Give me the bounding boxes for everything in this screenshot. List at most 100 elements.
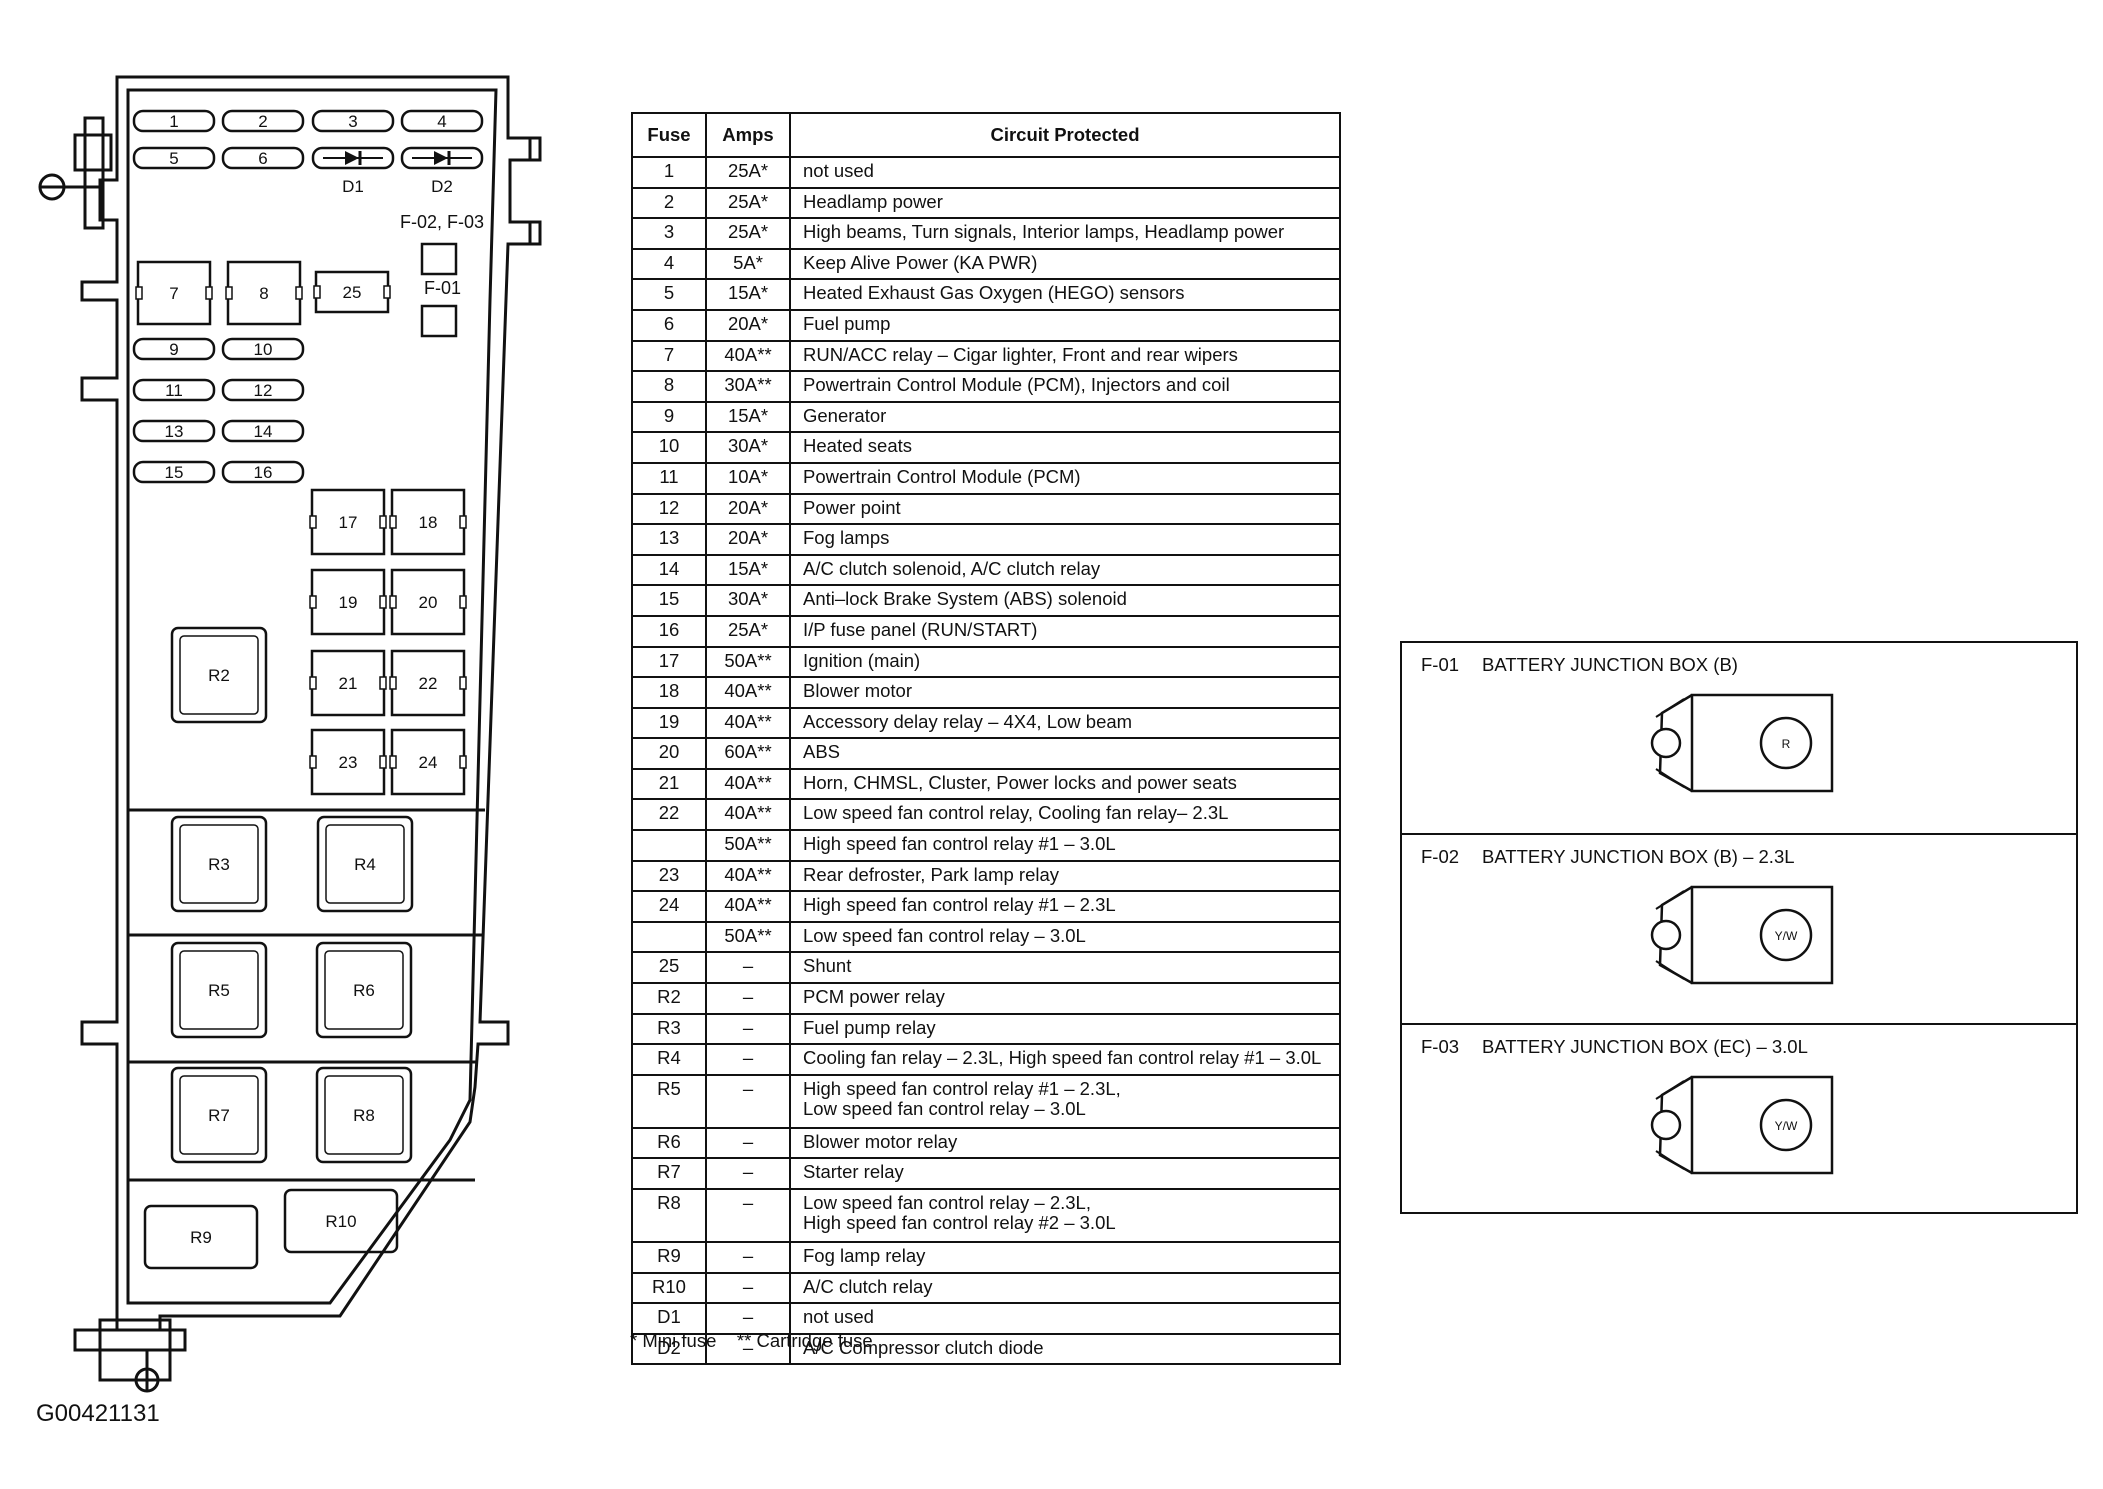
cell-amps: – bbox=[705, 1332, 791, 1366]
cartridge-fuse-label: 17 bbox=[339, 513, 358, 532]
cell-amps-text: 5A* bbox=[733, 251, 763, 273]
cell-circuit-text: Generator bbox=[803, 404, 887, 426]
cell-circuit-text: Starter relay bbox=[803, 1161, 904, 1183]
cell-fuse-text: 20 bbox=[658, 741, 680, 763]
cell-amps: – bbox=[705, 1126, 791, 1160]
cell-fuse-text: 19 bbox=[658, 710, 680, 732]
cartridge-fuse-24: 24 bbox=[389, 728, 467, 796]
cell-circuit-text: Power point bbox=[803, 496, 901, 518]
wire-color-label: Y/W bbox=[1775, 1119, 1798, 1133]
table-row: 8 30A** Powertrain Control Module (PCM), I… bbox=[631, 370, 1341, 403]
cell-circuit-text: not used bbox=[803, 160, 874, 181]
wire-color-label: Y/W bbox=[1775, 929, 1798, 943]
cell-fuse: 13 bbox=[631, 523, 707, 556]
mini-fuse-11: 11 bbox=[132, 378, 216, 402]
cell-circuit-text: High speed fan control relay #1 – 2.3L, bbox=[803, 1077, 1121, 1099]
relay-label: R8 bbox=[353, 1106, 375, 1125]
mini-fuse-label: 10 bbox=[254, 340, 273, 359]
cell-circuit: Fog lamp relay bbox=[789, 1241, 1341, 1274]
cell-fuse: 3 bbox=[631, 217, 707, 250]
relay-r6: R6 bbox=[315, 941, 413, 1039]
cell-circuit-text: Fog lamp relay bbox=[803, 1245, 926, 1266]
junction-box-title: BATTERY JUNCTION BOX (B) – 2.3L bbox=[1482, 846, 1795, 867]
junction-box-code: F-01 bbox=[1421, 654, 1460, 675]
cell-fuse: 8 bbox=[631, 370, 707, 403]
cartridge-fuse-22: 22 bbox=[389, 649, 467, 717]
cell-fuse-text: R5 bbox=[657, 1077, 681, 1099]
relay-r2: R2 bbox=[170, 626, 268, 724]
cell-fuse: 1 bbox=[631, 156, 707, 189]
cell-circuit: Horn, CHMSL, Cluster, Power locks and po… bbox=[789, 767, 1341, 801]
cell-amps-text: 15A* bbox=[727, 557, 769, 579]
cell-amps: – bbox=[705, 951, 791, 985]
mini-fuse-label: 16 bbox=[254, 463, 273, 482]
cell-amps-text: 40A** bbox=[724, 343, 772, 365]
cell-fuse-text: R8 bbox=[657, 1192, 681, 1213]
cell-circuit: Powertrain Control Module (PCM), Injecto… bbox=[789, 370, 1341, 403]
cell-fuse-text: R9 bbox=[657, 1245, 681, 1266]
cell-fuse-text: 6 bbox=[663, 312, 675, 334]
cartridge-fuse-8: 8 bbox=[225, 260, 303, 326]
wire-color-label: R bbox=[1782, 737, 1791, 751]
cell-fuse: 14 bbox=[631, 553, 707, 587]
cell-fuse: D1 bbox=[631, 1302, 707, 1335]
cell-amps: 40A** bbox=[705, 767, 791, 801]
relay-label: R9 bbox=[190, 1228, 212, 1247]
cell-fuse: R8 bbox=[631, 1188, 707, 1243]
cell-amps: 25A* bbox=[705, 614, 791, 648]
cell-amps: 50A** bbox=[705, 920, 791, 954]
cell-amps: 25A* bbox=[705, 217, 791, 250]
cell-fuse-text: 25 bbox=[658, 955, 680, 977]
cell-fuse-text: 1 bbox=[663, 160, 675, 181]
cell-amps-text: 30A** bbox=[724, 374, 772, 396]
cell-circuit-text: Anti–lock Brake System (ABS) solenoid bbox=[803, 588, 1127, 610]
cell-fuse-text: 11 bbox=[659, 465, 679, 487]
header-fuse: Fuse bbox=[631, 112, 707, 158]
cell-circuit-text: Powertrain Control Module (PCM) bbox=[803, 465, 1081, 487]
cell-circuit-text: Low speed fan control relay – 3.0L bbox=[803, 924, 1086, 946]
table-row: R2–PCM power relay bbox=[631, 982, 1341, 1015]
cell-amps-text: 40A** bbox=[724, 710, 772, 732]
cell-circuit-text: A/C clutch solenoid, A/C clutch relay bbox=[803, 557, 1101, 579]
cell-fuse-text: R10 bbox=[652, 1275, 686, 1297]
cell-circuit: Low speed fan control relay – 2.3L,High … bbox=[789, 1188, 1341, 1243]
cartridge-fuse-label: 22 bbox=[419, 674, 438, 693]
cell-circuit: Keep Alive Power (KA PWR) bbox=[789, 247, 1341, 281]
cell-circuit: Fog lamps bbox=[789, 523, 1341, 556]
cell-circuit: PCM power relay bbox=[789, 982, 1341, 1015]
cell-fuse: 22 bbox=[631, 798, 707, 832]
connector-f01 bbox=[420, 304, 458, 338]
cartridge-fuse-label: 7 bbox=[169, 284, 178, 303]
mini-fuse-6: 6 bbox=[221, 146, 305, 170]
table-row: R10–A/C clutch relay bbox=[631, 1271, 1341, 1305]
connector-label-f01: F-01 bbox=[424, 278, 461, 298]
cell-fuse-text: 9 bbox=[663, 404, 675, 426]
cartridge-fuse-25: 25 bbox=[313, 270, 391, 314]
cell-amps: – bbox=[705, 1157, 791, 1190]
relay-label: R6 bbox=[353, 981, 375, 1000]
table-row: 50A** Low speed fan control relay – 3.0L bbox=[631, 920, 1341, 954]
cell-fuse-text: 23 bbox=[658, 863, 680, 885]
cell-circuit: High speed fan control relay #1 – 3.0L bbox=[789, 829, 1341, 862]
cell-amps: 15A* bbox=[705, 400, 791, 434]
cell-amps-text: – bbox=[742, 986, 754, 1008]
cell-amps-text: 40A** bbox=[724, 802, 772, 824]
cell-fuse: 10 bbox=[631, 431, 707, 464]
cell-fuse-text: 16 bbox=[658, 618, 680, 640]
mini-fuse-label: 13 bbox=[165, 422, 184, 441]
cell-amps-text: 25A* bbox=[727, 190, 769, 212]
cartridge-fuse-label: 8 bbox=[259, 284, 268, 303]
cell-circuit: not used bbox=[789, 156, 1341, 189]
cell-amps-text: 50A** bbox=[724, 924, 772, 946]
cell-circuit-text: Low speed fan control relay, Cooling fan… bbox=[803, 802, 1229, 824]
cartridge-fuse-label: 23 bbox=[339, 753, 358, 772]
cell-fuse-text: D1 bbox=[657, 1306, 681, 1328]
